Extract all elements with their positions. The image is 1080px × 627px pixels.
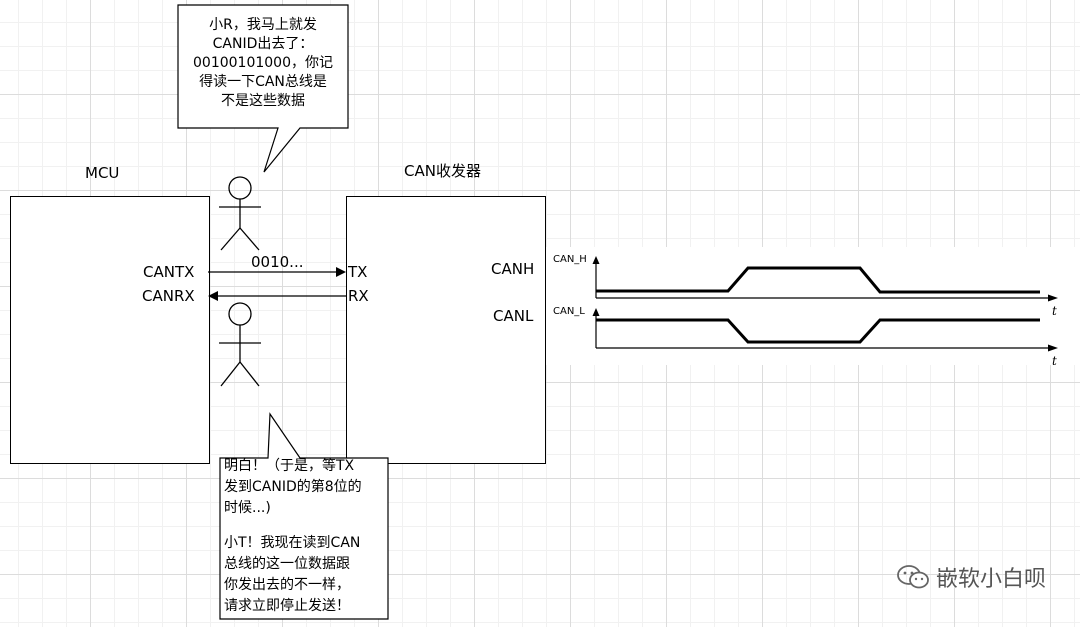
mcu-block (10, 196, 210, 464)
bubble-top-line: CANID出去了： (212, 36, 314, 52)
bubble-bottom-line: 你发出去的不一样， (224, 577, 350, 593)
transceiver-block (346, 196, 546, 464)
bubble-bottom-line: 时候...) (224, 500, 271, 516)
canrx-label: CANRX (142, 287, 195, 305)
canh-waveform-label: CAN_H (553, 254, 587, 265)
speech-bubble-top (177, 4, 349, 173)
mcu-label: MCU (85, 164, 120, 182)
bubble-top-text: 小R，我马上就发 CANID出去了： 00100101000，你记 得读一下CA… (180, 16, 346, 111)
watermark: 嵌软小白呗 (896, 561, 1046, 593)
stick-figure-top (219, 176, 261, 251)
rx-arrow (208, 291, 346, 301)
canh-waveform (592, 256, 1058, 302)
bubble-bottom-line: 请求立即停止发送！ (224, 598, 350, 614)
watermark-text: 嵌软小白呗 (935, 567, 1046, 592)
bubble-top-line: 得读一下CAN总线是 (199, 74, 327, 90)
canl-waveform-label: CAN_L (553, 306, 585, 317)
bits-label: 0010... (251, 253, 304, 271)
bubble-top-line: 00100101000，你记 (193, 55, 333, 71)
rx-label: RX (348, 287, 369, 305)
bubble-bottom-line: 总线的这一位数据跟 (224, 556, 350, 572)
bubble-bottom-line: 小T！我现在读到CAN (224, 535, 361, 551)
canl-label: CANL (493, 307, 534, 325)
bubble-bottom-line: 发到CANID的第8位的 (224, 479, 362, 495)
speech-bubble-bottom (219, 412, 389, 620)
tx-arrow (208, 267, 346, 277)
transceiver-label: CAN收发器 (404, 162, 481, 180)
bubble-bottom-line (224, 519, 388, 533)
bubble-bottom-text: 明白！（于是，等TX 发到CANID的第8位的 时候...) 小T！我现在读到C… (224, 456, 388, 617)
bubble-top-line: 小R，我马上就发 (209, 17, 317, 33)
wechat-icon (896, 564, 930, 590)
bubble-bottom-line: 明白！（于是，等TX (224, 458, 355, 474)
bubble-top-line: 不是这些数据 (221, 93, 305, 109)
cantx-label: CANTX (143, 263, 195, 281)
canl-waveform (592, 308, 1058, 352)
tx-label: TX (348, 263, 368, 281)
time-label-canl: t (1052, 354, 1057, 368)
stick-figure-bottom (219, 302, 261, 387)
time-label-canh: t (1052, 304, 1057, 318)
canh-label: CANH (491, 260, 535, 278)
